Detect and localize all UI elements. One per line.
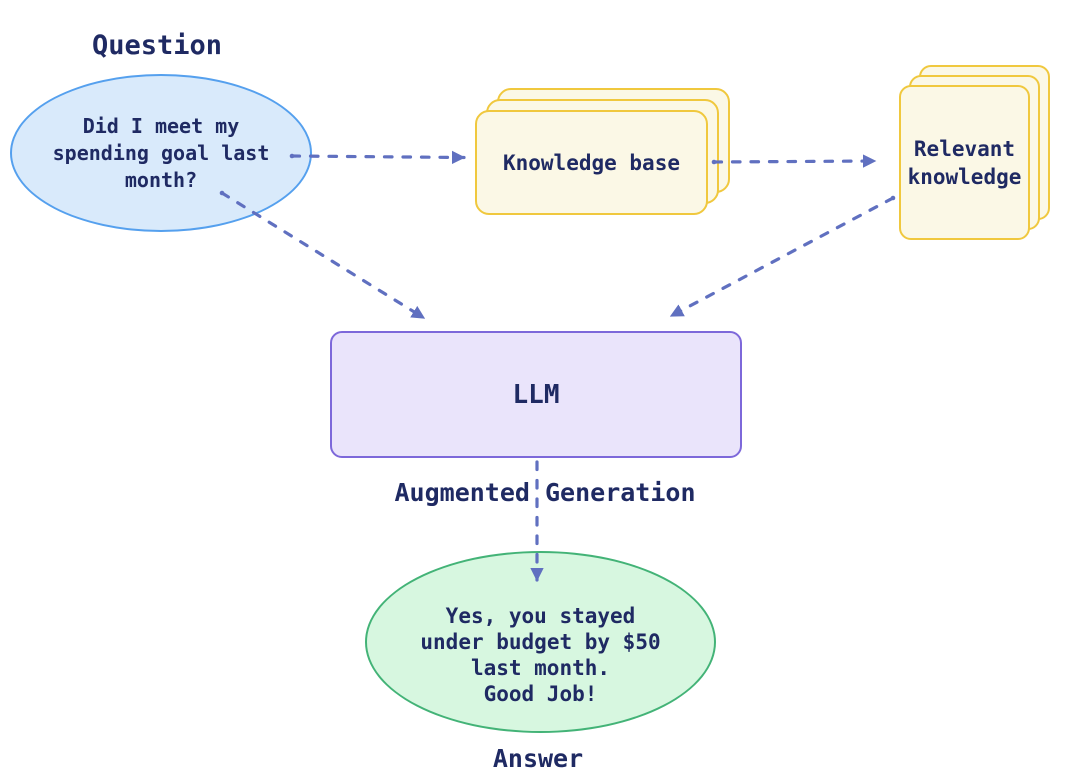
question-line: Did I meet my [82, 113, 240, 138]
augmented-generation-label: Augmented Generation [394, 478, 696, 507]
question-bubble: Did I meet my spending goal last month? [10, 74, 312, 232]
arrow-knowledge-base-to-relevant-knowledge [712, 154, 877, 168]
question-label: Question [91, 30, 223, 61]
arrow-question-to-knowledge-base [290, 150, 466, 165]
question-line: month? [124, 167, 198, 192]
answer-line: last month. [470, 656, 611, 680]
answer-line: under budget by $50 [420, 630, 661, 654]
llm-label: LLM [512, 379, 560, 410]
answer-bubble: Yes, you stayed under budget by $50 last… [365, 551, 716, 733]
answer-label: Answer [492, 744, 584, 773]
llm-box: LLM [330, 331, 742, 458]
relevant-knowledge-line: knowledge [907, 164, 1022, 189]
relevant-knowledge-line: Relevant [913, 136, 1016, 161]
relevant-knowledge-card-front: Relevant knowledge [899, 85, 1030, 240]
knowledge-base-label: Knowledge base [502, 150, 680, 175]
relevant-knowledge-label: Relevant knowledge [908, 135, 1022, 191]
knowledge-base-card-front: Knowledge base [475, 110, 708, 215]
arrow-relevant-knowledge-to-llm [669, 196, 895, 318]
answer-line: Yes, you stayed [445, 604, 636, 628]
question-bubble-text: Did I meet my spending goal last month? [53, 113, 270, 194]
question-line: spending goal last [52, 140, 270, 165]
answer-line: Good Job! [483, 682, 598, 706]
arrow-start-dot [890, 195, 896, 201]
answer-bubble-text: Yes, you stayed under budget by $50 last… [420, 577, 660, 707]
